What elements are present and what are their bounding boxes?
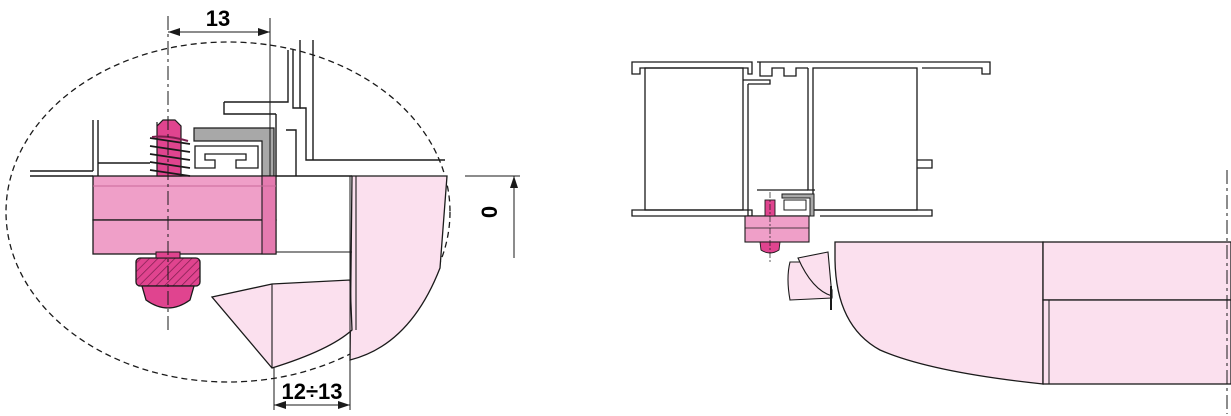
section-pink-block [744, 215, 810, 243]
section-sash-lower [1042, 299, 1231, 385]
section-channel [783, 199, 807, 211]
screw [149, 119, 191, 177]
detail-view: 13 12÷13 0 [5, 6, 520, 410]
slide-channel [194, 145, 259, 169]
section-view [631, 61, 1231, 414]
section-bracket [781, 193, 815, 217]
pink-block-upper [92, 175, 277, 221]
pink-block-lower [92, 219, 277, 255]
dimension-right: 0 [465, 175, 520, 258]
section-frame-profile [631, 61, 991, 217]
dimension-right-label: 0 [477, 206, 502, 218]
section-knob [759, 241, 781, 254]
detail-ellipse [5, 41, 451, 383]
sash-profile [349, 175, 448, 361]
pink-block-side [261, 175, 277, 255]
keeper-wedge [210, 279, 353, 369]
section-sash-main [834, 241, 1044, 385]
frame-profile [30, 40, 445, 177]
dimension-top: 13 [168, 6, 271, 176]
dimension-bottom: 12÷13 [273, 176, 351, 410]
section-sash-upper [1042, 241, 1231, 301]
dimension-top-label: 13 [206, 6, 230, 31]
dimension-bottom-label: 12÷13 [281, 379, 342, 404]
